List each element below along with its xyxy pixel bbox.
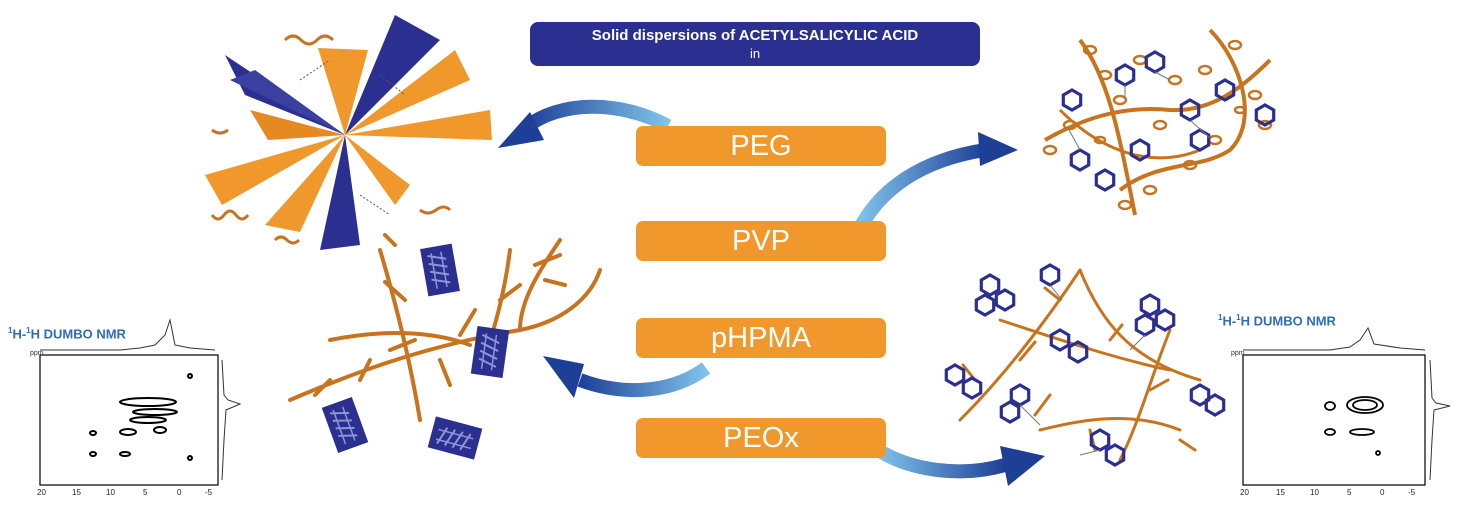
orange-blade — [318, 48, 368, 135]
arrow-phpma — [543, 356, 711, 398]
nmr-right-h1: H- — [1222, 313, 1237, 329]
arrow-peox — [874, 443, 1045, 486]
nmr-left-tick: 15 — [72, 488, 81, 497]
nmr-left-tick: 5 — [143, 488, 148, 497]
nmr-plot-left — [39, 318, 242, 486]
nmr-right-tick: 20 — [1240, 488, 1249, 497]
navy-blade — [345, 15, 440, 135]
nmr-left-h1: H- — [12, 326, 27, 342]
polymer-label-peg: PEG — [636, 126, 886, 166]
title-line-1: Solid dispersions of ACETYLSALICYLIC ACI… — [591, 27, 919, 44]
nmr-right-h2: H DUMBO NMR — [1240, 313, 1336, 329]
navy-blade — [230, 70, 345, 135]
orange-blade — [250, 110, 345, 140]
nmr-left-tick: 0 — [177, 488, 182, 497]
arrow-peg — [498, 99, 672, 148]
nmr-right-sup1: 1 — [1218, 313, 1223, 322]
nmr-left-tick: 20 — [37, 488, 46, 497]
nmr-left-h2: H DUMBO NMR — [30, 326, 126, 342]
nmr-right-tick: 5 — [1347, 488, 1352, 497]
nmr-title-right: 1H-1H DUMBO NMR — [1218, 313, 1336, 328]
nmr-title-left: 1H-1H DUMBO NMR — [8, 326, 126, 341]
nmr-left-sup2: 1 — [26, 326, 31, 335]
orange-blade — [345, 110, 492, 140]
nmr-left-tick: 10 — [106, 488, 115, 497]
orange-blade — [205, 135, 345, 205]
nmr-left-tick: -5 — [205, 488, 213, 497]
nmr-right-tick: 0 — [1380, 488, 1385, 497]
navy-blade — [320, 135, 360, 250]
pvp-network-illustration — [1042, 28, 1276, 216]
nmr-right-ppm: ppm — [1231, 350, 1245, 357]
title-line-2: in — [749, 46, 761, 61]
nmr-right-tick: 10 — [1310, 488, 1319, 497]
phpma-illustration — [288, 233, 602, 461]
orange-blade — [345, 50, 470, 135]
nmr-right-sup2: 1 — [1236, 313, 1241, 322]
nmr-plot-right — [1242, 326, 1451, 486]
nmr-left-sup1: 1 — [8, 326, 13, 335]
peox-network-illustration — [944, 263, 1226, 467]
orange-blade — [345, 135, 410, 205]
nmr-right-tick: -5 — [1408, 488, 1416, 497]
polymer-label-phpma: pHPMA — [636, 318, 886, 358]
polymer-label-pvp: PVP — [636, 221, 886, 261]
nmr-right-tick: 15 — [1276, 488, 1285, 497]
peg-crystal-illustration — [205, 15, 492, 250]
arrow-pvp — [853, 132, 1018, 232]
diagram-title: Solid dispersions of ACETYLSALICYLIC ACI… — [530, 22, 980, 66]
orange-blade — [265, 135, 345, 232]
nmr-left-ppm: ppm — [30, 350, 44, 357]
polymer-label-peox: PEOx — [636, 418, 886, 458]
